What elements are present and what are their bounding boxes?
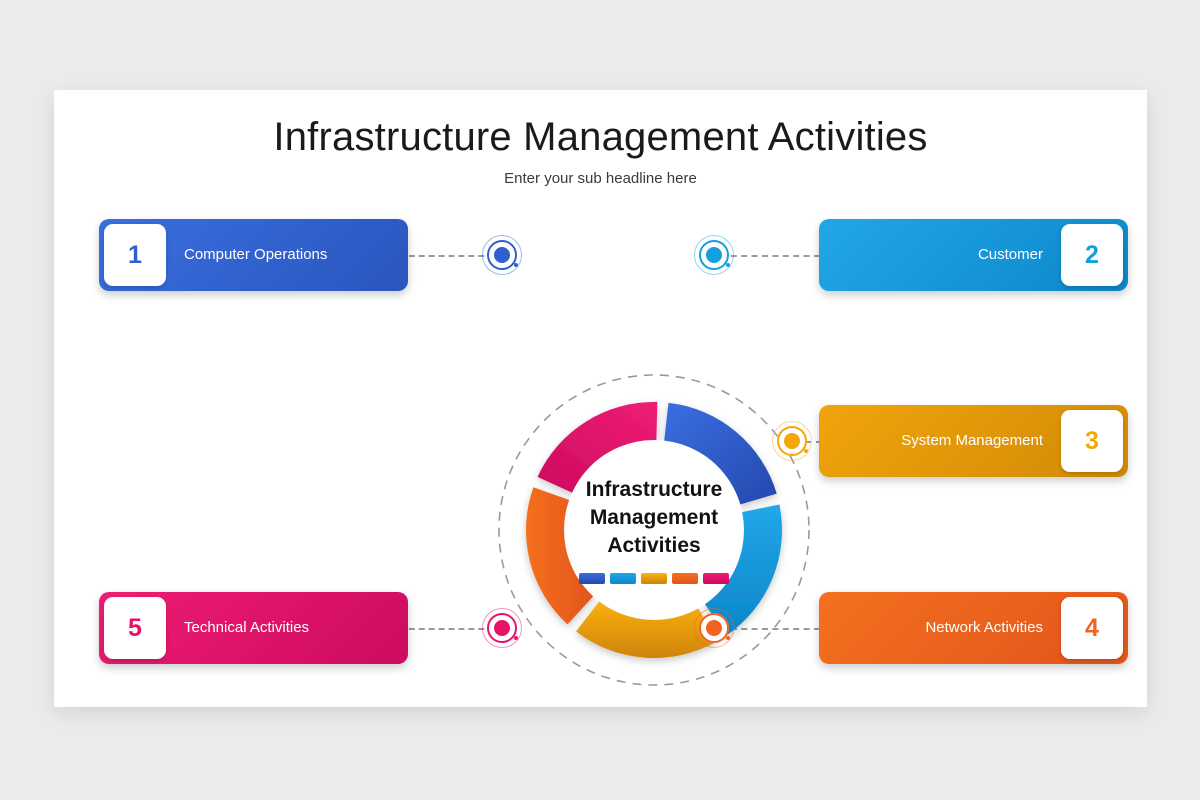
node-halo-2 xyxy=(694,235,734,275)
node-halo-5 xyxy=(482,608,522,648)
node-marker-1[interactable] xyxy=(482,235,522,275)
donut-segment-1[interactable] xyxy=(663,402,777,506)
item-number-4: 4 xyxy=(1061,597,1123,659)
node-ring-2 xyxy=(699,240,729,270)
item-number-2: 2 xyxy=(1061,224,1123,286)
node-dot-2 xyxy=(706,247,722,263)
item-number-text-5: 5 xyxy=(128,613,142,642)
item-card-4[interactable]: Network Activities 4 xyxy=(819,592,1128,664)
donut-segment-4[interactable] xyxy=(526,487,595,625)
node-dot-3 xyxy=(784,433,800,449)
node-halo-1 xyxy=(482,235,522,275)
item-number-1: 1 xyxy=(104,224,166,286)
node-ring-1 xyxy=(487,240,517,270)
connector-line-2 xyxy=(710,255,820,257)
item-card-1[interactable]: 1 Computer Operations xyxy=(99,219,408,291)
donut-chart: Infrastructure Management Activities xyxy=(490,366,818,694)
node-tick-5 xyxy=(514,636,518,640)
item-number-text-4: 4 xyxy=(1085,613,1099,642)
donut-inner-disc xyxy=(564,440,744,620)
item-number-3: 3 xyxy=(1061,410,1123,472)
node-ring-4 xyxy=(699,613,729,643)
node-tick-3 xyxy=(804,449,808,453)
item-card-2[interactable]: Customer 2 xyxy=(819,219,1128,291)
item-label-5: Technical Activities xyxy=(184,619,310,636)
node-dot-1 xyxy=(494,247,510,263)
node-marker-3[interactable] xyxy=(772,421,812,461)
node-dot-4 xyxy=(706,620,722,636)
node-dot-5 xyxy=(494,620,510,636)
node-halo-3 xyxy=(772,421,812,461)
connector-line-1 xyxy=(389,255,514,257)
slide-canvas: Infrastructure Management Activities Ent… xyxy=(54,90,1147,707)
connector-line-5 xyxy=(389,628,514,630)
dashed-guide-circle xyxy=(498,374,810,686)
item-label-4: Network Activities xyxy=(925,619,1043,636)
node-halo-4 xyxy=(694,608,734,648)
page-subtitle: Enter your sub headline here xyxy=(504,170,697,187)
page-title: Infrastructure Management Activities xyxy=(273,115,928,159)
connector-line-4 xyxy=(710,628,820,630)
item-label-1: Computer Operations xyxy=(184,246,328,263)
item-card-5[interactable]: 5 Technical Activities xyxy=(99,592,408,664)
node-marker-4[interactable] xyxy=(694,608,734,648)
item-number-5: 5 xyxy=(104,597,166,659)
node-marker-2[interactable] xyxy=(694,235,734,275)
item-number-text-2: 2 xyxy=(1085,240,1099,269)
item-number-text-1: 1 xyxy=(128,240,142,269)
node-marker-5[interactable] xyxy=(482,608,522,648)
item-number-text-3: 3 xyxy=(1085,426,1099,455)
donut-segment-2[interactable] xyxy=(703,504,782,636)
node-tick-2 xyxy=(726,263,730,267)
node-ring-3 xyxy=(777,426,807,456)
node-tick-4 xyxy=(726,636,730,640)
node-tick-1 xyxy=(514,263,518,267)
donut-segment-5[interactable] xyxy=(537,402,658,494)
node-ring-5 xyxy=(487,613,517,643)
item-label-3: System Management xyxy=(901,432,1043,449)
item-label-2: Customer xyxy=(977,246,1043,263)
donut-svg xyxy=(498,374,810,686)
item-card-3[interactable]: System Management 3 xyxy=(819,405,1128,477)
